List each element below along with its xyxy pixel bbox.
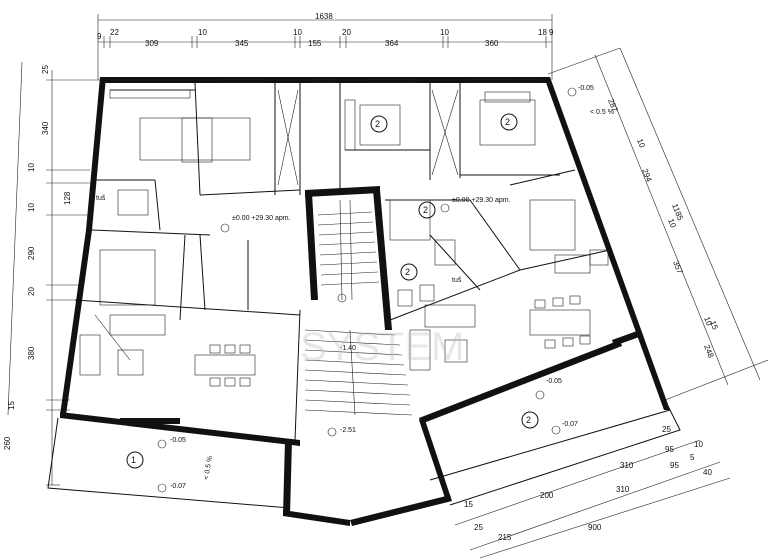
dim-bottom: 25: [662, 425, 671, 434]
watermark: SYSTEM: [300, 325, 464, 369]
stair-core: [304, 186, 413, 416]
dim-bottom: 900: [588, 523, 602, 532]
room-markers: 2 2 2 2 1 2: [126, 113, 539, 469]
dim-right: 10: [666, 217, 678, 229]
dim-bottom: 40: [703, 468, 712, 477]
level-terrace-left-b: -0.07: [170, 483, 186, 490]
dim-right: 248: [702, 343, 716, 359]
dim-seg: 22: [110, 28, 119, 37]
room-number: 2: [423, 205, 428, 215]
slope-terrace-left: < 0.5 %: [203, 456, 214, 481]
dim-right: 10: [635, 137, 647, 149]
dim-bottom: 25: [474, 523, 483, 532]
interior-walls: [74, 82, 611, 441]
room-number: 2: [505, 117, 510, 127]
room-number: 2: [526, 415, 531, 425]
room-number: 2: [405, 267, 410, 277]
level-markers: ±0.00 +29.30 apm. ±0.00 +29.30 apm. -0.0…: [96, 85, 614, 493]
wc-label-left: tuš: [96, 195, 106, 202]
dim-bottom: 215: [498, 533, 512, 542]
stair-treads: [304, 199, 413, 416]
dim-left: 15: [7, 401, 16, 410]
dim-seg: 18: [538, 28, 547, 37]
dim-seg: 10: [440, 28, 449, 37]
dim-seg: 20: [342, 28, 351, 37]
dim-right: 10: [702, 315, 714, 327]
right-dimension-chain: 287 10 294 10 1185 357 10 248 15: [547, 47, 768, 401]
room-number: 1: [131, 455, 136, 465]
dim-left: 340: [41, 121, 50, 135]
dim-bottom: 200: [540, 491, 554, 500]
dim-left: 380: [27, 346, 36, 360]
left-dimension-chain: 25 340 10 128 10 290 20 380 15 260: [3, 61, 100, 486]
dim-bottom: 310: [620, 461, 634, 470]
dim-seg: 10: [198, 28, 207, 37]
outer-walls: [47, 77, 681, 526]
dim-left: 290: [27, 246, 36, 260]
dim-seg: 10: [293, 28, 302, 37]
dim-right: 15: [708, 319, 720, 331]
dim-seg: 345: [235, 39, 249, 48]
dim-bottom: 95: [670, 461, 679, 470]
window-marks: [109, 78, 541, 186]
bottom-dimension-chain: 25 95 10 310 95 5 40 15 25 215 200 310 9…: [454, 425, 731, 559]
dim-seg: 364: [385, 39, 399, 48]
slope-terrace-top-right: < 0.5 %: [590, 109, 614, 116]
dim-overall-width: 1638: [315, 12, 333, 21]
dim-left: 20: [27, 287, 36, 296]
dim-seg: 9: [97, 32, 102, 41]
dim-seg: 9: [549, 28, 554, 37]
dim-bottom: 5: [690, 453, 695, 462]
dim-right: 294: [640, 167, 654, 183]
level-upper-right: ±0.00 +29.30 apm.: [452, 197, 511, 204]
dim-left: 260: [3, 436, 12, 450]
dim-bottom: 15: [464, 500, 473, 509]
dim-seg: 155: [308, 39, 322, 48]
level-upper-left: ±0.00 +29.30 apm.: [232, 215, 291, 222]
level-terrace-right-a: -0.05: [546, 378, 562, 385]
dim-bottom: 10: [694, 440, 703, 449]
furniture: [79, 91, 609, 387]
dim-left: 128: [63, 191, 72, 205]
dim-bottom: 310: [616, 485, 630, 494]
level-terrace-right-b: -0.07: [562, 421, 578, 428]
wc-label-right: tuš: [452, 277, 462, 284]
level-stairs-lower: -2.51: [340, 427, 356, 434]
dim-bottom: 95: [665, 445, 674, 454]
top-dimension-chain: 1638 9 22 309 10 345 10 155 20 364 10 36…: [97, 12, 554, 80]
dim-left: 25: [41, 65, 50, 74]
dim-seg: 309: [145, 39, 159, 48]
room-number: 2: [375, 119, 380, 129]
dim-left: 10: [27, 163, 36, 172]
dim-seg: 360: [485, 39, 499, 48]
level-stairs-mid: -1.40: [340, 345, 356, 352]
dim-left: 10: [27, 203, 36, 212]
level-terrace-top-right: -0.05: [578, 85, 594, 92]
level-terrace-left-a: -0.05: [170, 437, 186, 444]
